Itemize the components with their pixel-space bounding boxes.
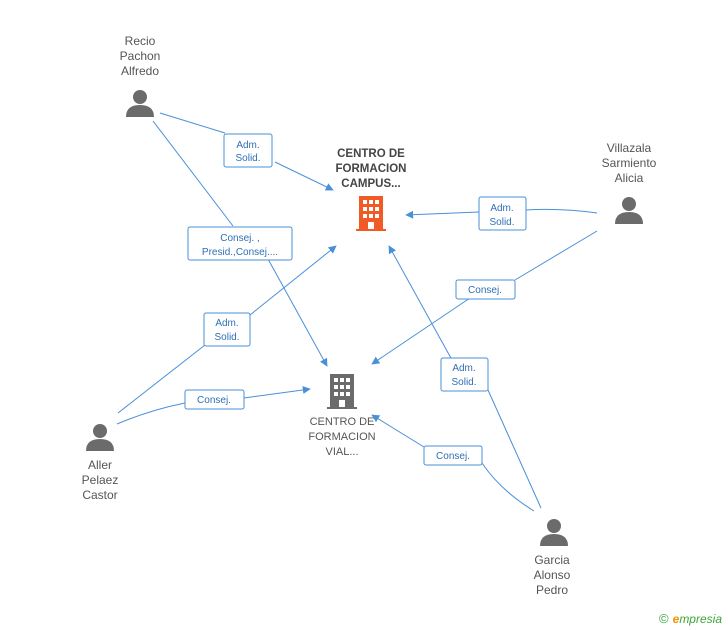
person-node-garcia[interactable]: Garcia Alonso Pedro xyxy=(534,519,571,597)
building-icon xyxy=(356,196,386,231)
person-name-line: Pachon xyxy=(120,49,161,63)
edge-label-aller-campus[interactable]: Adm. Solid. xyxy=(203,312,251,347)
edge-label-line: Presid.,Consej.... xyxy=(202,247,278,258)
edge-labels: Adm. Solid. Consej. , Presid.,Consej....… xyxy=(184,133,527,466)
building-icon xyxy=(327,374,357,409)
edge-label-line: Solid. xyxy=(451,377,476,388)
edge-label-line: Consej. , xyxy=(220,233,259,244)
person-name-line: Pelaez xyxy=(82,473,119,487)
edge-label-line: Solid. xyxy=(235,153,260,164)
person-node-recio[interactable]: Recio Pachon Alfredo xyxy=(120,34,161,117)
person-name-line: Aller xyxy=(88,458,112,472)
person-name-line: Alfredo xyxy=(121,64,159,78)
edge-label-garcia-vial[interactable]: Consej. xyxy=(423,445,483,466)
person-name-line: Castor xyxy=(82,488,117,502)
edge-label-line: Solid. xyxy=(489,217,514,228)
person-name-line: Villazala xyxy=(607,141,652,155)
person-node-villazala[interactable]: Villazala Sarmiento Alicia xyxy=(602,141,657,224)
company-node-campus[interactable]: CENTRO DE FORMACION CAMPUS... xyxy=(336,148,407,231)
company-name-line: FORMACION xyxy=(336,163,407,175)
edge-label-line: Adm. xyxy=(452,363,475,374)
edge-line-villazala-campus xyxy=(406,209,598,215)
person-name-line: Recio xyxy=(125,34,156,48)
company-name-line: CENTRO DE xyxy=(337,148,405,160)
company-name-line: FORMACION xyxy=(308,431,375,443)
person-node-aller[interactable]: Aller Pelaez Castor xyxy=(82,424,119,502)
edge-line-garcia-vial xyxy=(372,415,535,512)
person-name-line: Garcia xyxy=(534,553,570,567)
edge-line-recio-campus xyxy=(159,112,333,190)
company-name-line: CAMPUS... xyxy=(341,178,400,190)
edge-label-recio-vial[interactable]: Consej. , Presid.,Consej.... xyxy=(187,226,293,261)
edge-label-line: Adm. xyxy=(490,203,513,214)
person-name-line: Alonso xyxy=(534,568,571,582)
copyright-symbol: © xyxy=(659,611,669,626)
edge-label-line: Consej. xyxy=(197,395,231,406)
edge-lines xyxy=(116,112,598,512)
edge-label-line: Consej. xyxy=(436,451,470,462)
edge-line-recio-vial xyxy=(152,120,327,366)
person-icon xyxy=(615,197,643,224)
edge-label-line: Solid. xyxy=(214,332,239,343)
company-name-line: VIAL... xyxy=(325,446,358,458)
company-name-line: CENTRO DE xyxy=(310,416,375,428)
edge-label-aller-vial[interactable]: Consej. xyxy=(184,389,245,410)
brand-logo-initial: e xyxy=(672,612,680,626)
edge-line-garcia-campus xyxy=(389,246,542,509)
person-name-line: Alicia xyxy=(615,171,644,185)
edge-label-line: Adm. xyxy=(215,318,238,329)
edge-label-recio-campus[interactable]: Adm. Solid. xyxy=(223,133,273,168)
edge-line-villazala-vial xyxy=(372,230,598,364)
edge-label-line: Consej. xyxy=(468,285,502,296)
footer-brand: ©empresia xyxy=(659,611,722,626)
person-icon xyxy=(540,519,568,546)
edge-label-villazala-campus[interactable]: Adm. Solid. xyxy=(478,196,527,231)
edge-label-line: Adm. xyxy=(236,140,259,151)
person-icon xyxy=(126,90,154,117)
edge-label-villazala-vial[interactable]: Consej. xyxy=(455,279,516,300)
company-node-vial[interactable]: CENTRO DE FORMACION VIAL... xyxy=(308,374,376,458)
person-name-line: Sarmiento xyxy=(602,156,657,170)
edge-label-garcia-campus[interactable]: Adm. Solid. xyxy=(440,357,489,392)
edge-line-aller-vial xyxy=(116,389,310,425)
brand-logo-text: mpresia xyxy=(679,612,722,626)
edge-line-aller-campus xyxy=(117,246,336,414)
person-icon xyxy=(86,424,114,451)
person-name-line: Pedro xyxy=(536,583,568,597)
